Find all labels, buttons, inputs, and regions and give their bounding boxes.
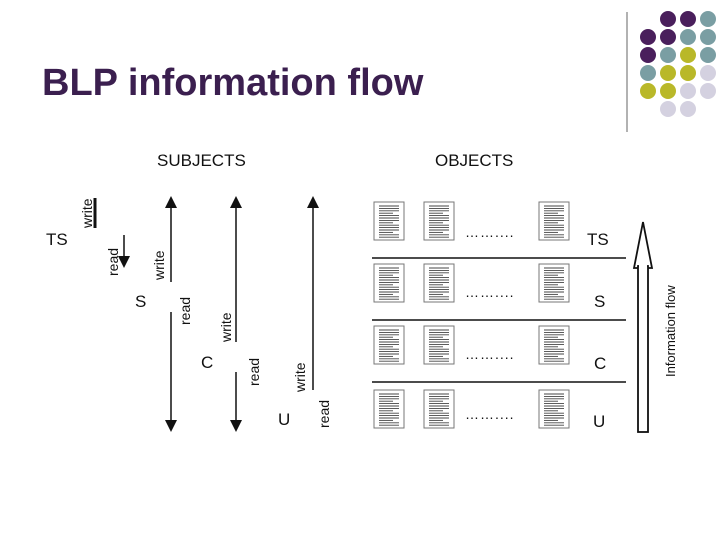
information-flow-label: Information flow xyxy=(663,285,678,377)
decorative-dot xyxy=(700,29,716,45)
document-icon xyxy=(373,389,405,429)
decorative-dot xyxy=(700,11,716,27)
decorative-dot xyxy=(640,29,656,45)
decorative-dot xyxy=(680,29,696,45)
document-icon xyxy=(423,389,455,429)
object-level-c: C xyxy=(594,354,607,373)
decorative-dot xyxy=(660,29,676,45)
info-flow-joint xyxy=(639,265,647,268)
decorative-dot xyxy=(680,65,696,81)
decorative-dot xyxy=(660,83,676,99)
ts-read-label: read xyxy=(105,247,121,276)
decorative-dot xyxy=(660,65,676,81)
object-level-u: U xyxy=(593,412,606,431)
slide-title: BLP information flow xyxy=(42,62,424,104)
subject-level-ts: TS xyxy=(46,230,68,249)
document-icon xyxy=(423,263,455,303)
document-icon xyxy=(423,201,455,241)
decorative-dot xyxy=(700,47,716,63)
subject-level-s: S xyxy=(135,292,147,311)
document-icon xyxy=(538,263,570,303)
decorative-dot xyxy=(700,65,716,81)
object-level-ts: TS xyxy=(587,230,609,249)
subject-level-c: C xyxy=(201,353,214,372)
decorative-dot xyxy=(680,47,696,63)
decorative-dot xyxy=(680,101,696,117)
u-read-label: read xyxy=(316,399,332,428)
ts-write-label: write xyxy=(79,198,95,228)
decorative-dot xyxy=(640,47,656,63)
object-ellipsis-ts: …….... xyxy=(465,224,515,240)
decorative-dot-grid xyxy=(640,11,716,117)
document-icon xyxy=(538,389,570,429)
decorative-dot xyxy=(700,83,716,99)
object-level-s: S xyxy=(594,292,606,311)
decorative-dot xyxy=(680,83,696,99)
s-read-label: read xyxy=(177,296,193,325)
document-icon xyxy=(373,263,405,303)
document-icon xyxy=(538,325,570,365)
document-icon xyxy=(373,201,405,241)
c-read-label: read xyxy=(246,357,262,386)
object-ellipsis-c: …….... xyxy=(465,346,515,362)
decorative-dot xyxy=(660,101,676,117)
info-flow-arrow-shaft xyxy=(637,265,649,433)
document-icon xyxy=(538,201,570,241)
u-write-label: write xyxy=(292,362,308,392)
decorative-dot xyxy=(640,83,656,99)
decorative-dot xyxy=(660,47,676,63)
document-icon xyxy=(373,325,405,365)
object-ellipsis-s: …….... xyxy=(465,284,515,300)
info-flow-arrow-head xyxy=(632,221,654,269)
decorative-dot xyxy=(660,11,676,27)
decorative-dot xyxy=(640,65,656,81)
objects-heading: OBJECTS xyxy=(435,151,514,170)
subjects-heading: SUBJECTS xyxy=(157,151,246,170)
decorative-dot xyxy=(680,11,696,27)
object-documents xyxy=(373,201,570,429)
c-write-label: write xyxy=(218,312,234,342)
s-write-label: write xyxy=(151,250,167,280)
object-ellipsis-u: …….... xyxy=(465,406,515,422)
subject-level-u: U xyxy=(278,410,291,429)
document-icon xyxy=(423,325,455,365)
